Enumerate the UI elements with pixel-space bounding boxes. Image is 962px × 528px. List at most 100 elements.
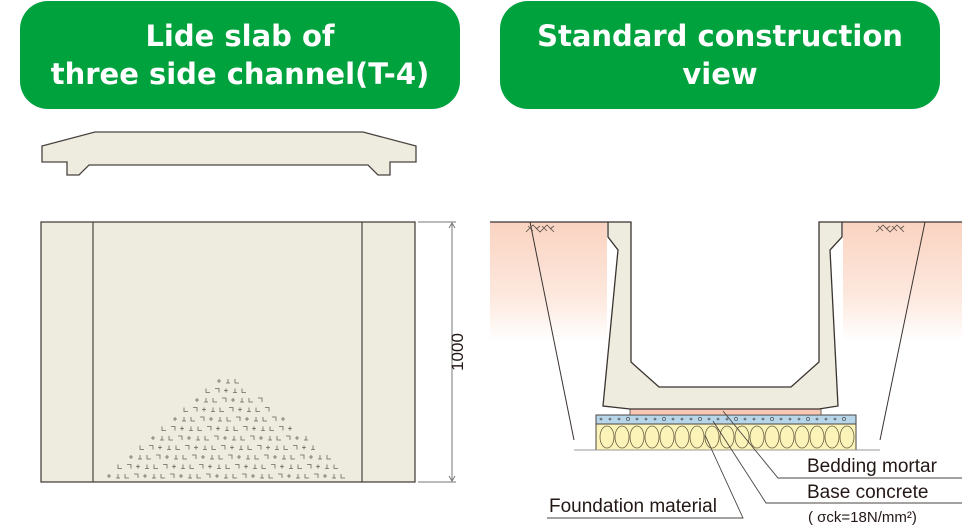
ground-hatch-left (525, 224, 555, 233)
aggregate-particle (797, 417, 801, 421)
label-bedding-mortar: Bedding mortar (807, 456, 937, 477)
u-channel-section (602, 221, 843, 410)
pattern-mark (235, 464, 240, 469)
pattern-mark (210, 455, 214, 460)
pattern-mark (221, 445, 226, 450)
pattern-mark (332, 474, 336, 479)
pattern-mark (242, 473, 247, 478)
pattern-mark (243, 426, 248, 431)
pattern-mark (202, 407, 206, 412)
pattern-mark (245, 417, 249, 421)
pattern-mark (300, 454, 305, 459)
gravel-stone (599, 425, 615, 449)
pattern-mark (134, 473, 139, 478)
pattern-mark (194, 445, 198, 450)
pattern-mark (281, 417, 285, 421)
pattern-mark (230, 445, 234, 450)
pattern-mark (124, 474, 129, 479)
aggregate-particle (599, 417, 603, 421)
title-line-1: Standard construction (537, 19, 903, 53)
pattern-mark (241, 388, 246, 393)
aggregate-particle (608, 417, 612, 421)
pattern-mark (247, 407, 251, 412)
pattern-mark (340, 474, 345, 479)
pattern-mark (304, 474, 309, 479)
aggregate-particle (725, 417, 729, 421)
excavation-line-right (879, 221, 926, 441)
gravel-stone (779, 425, 795, 449)
aggregate-particle (734, 417, 738, 421)
aggregate-particle (752, 417, 756, 421)
pattern-mark (288, 426, 292, 431)
label-foundation-material: Foundation material (549, 496, 717, 517)
aggregate-particle (671, 417, 675, 421)
pattern-mark (236, 416, 241, 421)
pattern-mark (129, 455, 133, 459)
pattern-mark (234, 379, 239, 384)
pattern-mark (222, 397, 227, 402)
aggregate-particle (626, 417, 630, 421)
gravel-stone (659, 425, 675, 449)
aggregate-particle (743, 417, 747, 421)
title-line-1: Lide slab of (145, 19, 335, 53)
pattern-mark (217, 379, 221, 383)
pattern-mark (215, 388, 220, 393)
pattern-mark (261, 464, 266, 469)
pattern-mark (282, 455, 286, 460)
pattern-mark (307, 464, 312, 469)
aggregate-particle (680, 417, 684, 421)
pattern-mark (287, 474, 291, 478)
pattern-mark (216, 426, 220, 431)
pattern-mark (224, 474, 228, 479)
pattern-mark (295, 436, 299, 440)
pattern-mark (189, 464, 194, 469)
aggregate-particle (662, 417, 666, 421)
lid-slab-plan (40, 221, 416, 483)
pattern-mark (138, 455, 142, 460)
pattern-mark (217, 464, 221, 469)
pattern-mark (107, 474, 111, 478)
pattern-mark (178, 435, 183, 440)
pattern-mark (279, 426, 284, 431)
pattern-mark (190, 417, 195, 422)
pattern-mark (158, 445, 162, 450)
pattern-mark (153, 464, 158, 469)
pattern-mark (181, 464, 185, 469)
pattern-mark (209, 417, 213, 421)
pattern-mark (163, 464, 168, 469)
pattern-mark (260, 474, 264, 479)
pattern-mark (215, 474, 219, 478)
pattern-mark (302, 445, 306, 450)
pattern-mark (206, 473, 211, 478)
pattern-mark (297, 464, 302, 469)
pattern-mark (318, 455, 322, 460)
pattern-mark (253, 464, 257, 469)
pattern-mark (296, 474, 300, 479)
pattern-mark (311, 445, 315, 450)
pattern-mark (156, 454, 161, 459)
pattern-mark (225, 426, 229, 431)
base-concrete-layer (595, 414, 857, 425)
pattern-mark (145, 464, 149, 469)
pattern-mark (205, 388, 210, 393)
pattern-mark (168, 436, 173, 441)
pattern-mark (244, 464, 248, 469)
pattern-mark (251, 474, 255, 478)
gravel-stone (839, 425, 855, 449)
aggregate-particle (698, 417, 702, 421)
pattern-mark (136, 464, 140, 469)
pattern-mark (149, 445, 154, 450)
pattern-mark (254, 455, 259, 460)
aggregate-particle (779, 417, 783, 421)
title-banner-construction-view: Standard construction view (500, 1, 940, 109)
pattern-mark (200, 416, 205, 421)
aggregate-particle (770, 417, 774, 421)
pattern-mark (268, 436, 272, 441)
pattern-mark (193, 407, 198, 412)
aggregate-particle (653, 417, 657, 421)
pattern-mark (280, 464, 284, 469)
pattern-mark (117, 464, 122, 469)
pattern-mark (143, 474, 147, 478)
aggregate-particle (833, 417, 837, 421)
pattern-mark (250, 435, 255, 440)
